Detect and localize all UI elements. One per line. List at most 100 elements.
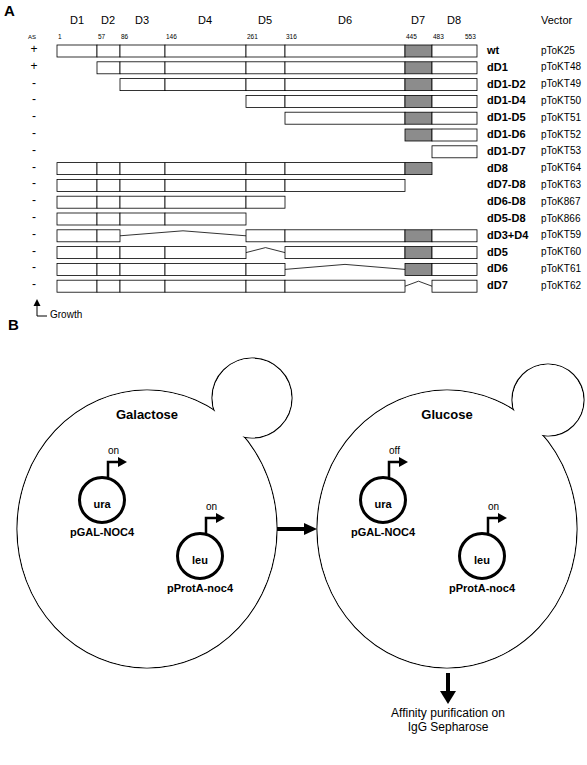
domain-box xyxy=(57,280,97,292)
domain-box xyxy=(57,213,97,225)
construct-row xyxy=(246,95,477,107)
domain-box xyxy=(432,45,477,57)
domain-box xyxy=(246,263,285,275)
panel-label: B xyxy=(8,316,19,333)
growth-sign: - xyxy=(32,177,36,191)
construct-name: dD8 xyxy=(487,162,508,175)
domain-box xyxy=(246,79,285,91)
construct-row xyxy=(57,280,477,292)
construct-row xyxy=(57,45,477,57)
domain-box xyxy=(432,263,477,275)
domain-box xyxy=(432,62,477,74)
domain-box xyxy=(246,230,285,242)
growth-sign: + xyxy=(30,43,37,57)
construct-row xyxy=(405,129,477,141)
domain-box xyxy=(120,163,165,175)
domain-box xyxy=(285,112,405,124)
axis-label: Growth xyxy=(50,309,82,321)
cell-outline xyxy=(317,390,577,668)
column-header: AS xyxy=(28,34,36,41)
condition-label: Galactose xyxy=(116,408,178,423)
residue-number: 146 xyxy=(166,33,177,40)
residue-number: 261 xyxy=(247,33,258,40)
growth-sign: - xyxy=(32,110,36,124)
growth-sign: - xyxy=(32,261,36,275)
vector-name: pToKT63 xyxy=(541,179,581,191)
domain-box xyxy=(405,95,432,107)
construct-name: dD1-D4 xyxy=(487,94,526,107)
construct-name: dD1 xyxy=(487,61,508,74)
domain-box xyxy=(246,196,285,208)
domain-box xyxy=(285,45,405,57)
domain-box xyxy=(120,79,165,91)
construct-name: dD3+D4 xyxy=(487,229,528,242)
domain-box xyxy=(120,196,165,208)
domain-header: D3 xyxy=(135,14,149,27)
residue-number: 553 xyxy=(465,33,476,40)
residue-number: 86 xyxy=(121,33,128,40)
plasmid-circle: leuonpProtA-noc4 xyxy=(458,532,506,580)
construct-row xyxy=(120,79,477,91)
construct-name: dD7-D8 xyxy=(487,178,526,191)
vector-name: pToKT59 xyxy=(541,229,581,241)
domain-header: D5 xyxy=(258,14,272,27)
domain-box xyxy=(97,280,120,292)
domain-box xyxy=(120,247,165,259)
domain-box xyxy=(246,95,285,107)
yeast-cell: GlucoseuraoffpGAL-NOC4leuonpProtA-noc4 xyxy=(312,340,587,670)
vector-name: pToK25 xyxy=(541,45,575,57)
domain-box xyxy=(165,62,246,74)
domain-box xyxy=(285,247,405,259)
domain-box xyxy=(432,79,477,91)
construct-row xyxy=(57,163,432,175)
residue-number: 483 xyxy=(433,33,444,40)
domain-header: D8 xyxy=(447,14,461,27)
plasmid-circle: uraonpGAL-NOC4 xyxy=(78,476,126,524)
step-label: Affinity purification on IgG Sepharose xyxy=(383,707,513,735)
domain-box xyxy=(97,247,120,259)
construct-name: dD7 xyxy=(487,279,508,292)
node-outline xyxy=(312,340,587,670)
purification-arrow-shaft xyxy=(446,673,450,692)
construct-row xyxy=(57,247,477,259)
plasmid-name: pGAL-NOC4 xyxy=(70,526,134,539)
domain-box xyxy=(246,179,285,191)
construct-name: dD5 xyxy=(487,246,508,259)
domain-box xyxy=(165,280,246,292)
domain-box xyxy=(405,263,432,275)
domain-box xyxy=(57,45,97,57)
construct-row xyxy=(57,179,405,191)
deletion-line xyxy=(120,231,246,236)
domain-box xyxy=(120,62,165,74)
vector-name: pToK867 xyxy=(541,196,580,208)
plasmid-circle: uraoffpGAL-NOC4 xyxy=(359,476,407,524)
domain-box xyxy=(120,263,165,275)
growth-arrow-head xyxy=(34,299,41,306)
column-header: Vector xyxy=(541,14,572,27)
construct-name: dD1-D2 xyxy=(487,78,526,91)
domain-box xyxy=(405,112,432,124)
panel-label: A xyxy=(4,2,15,19)
growth-sign: - xyxy=(32,144,36,158)
domain-box xyxy=(165,247,246,259)
promoter-state: on xyxy=(108,445,119,457)
domain-box xyxy=(57,163,97,175)
deletion-line xyxy=(246,248,285,253)
domain-box xyxy=(405,230,432,242)
construct-name: wt xyxy=(487,44,499,57)
construct-row xyxy=(285,112,477,124)
promoter-arrow-head xyxy=(498,513,507,523)
construct-row xyxy=(97,62,477,74)
domain-box xyxy=(285,163,405,175)
domain-box xyxy=(97,213,120,225)
domain-box xyxy=(246,62,285,74)
purification-arrow-head xyxy=(440,691,456,704)
deletion-line xyxy=(405,281,432,286)
domain-header: D4 xyxy=(198,14,212,27)
construct-name: dD1-D7 xyxy=(487,145,526,158)
marker-label: leu xyxy=(192,554,208,567)
marker-label: leu xyxy=(474,554,490,567)
promoter-arrow xyxy=(389,462,400,479)
